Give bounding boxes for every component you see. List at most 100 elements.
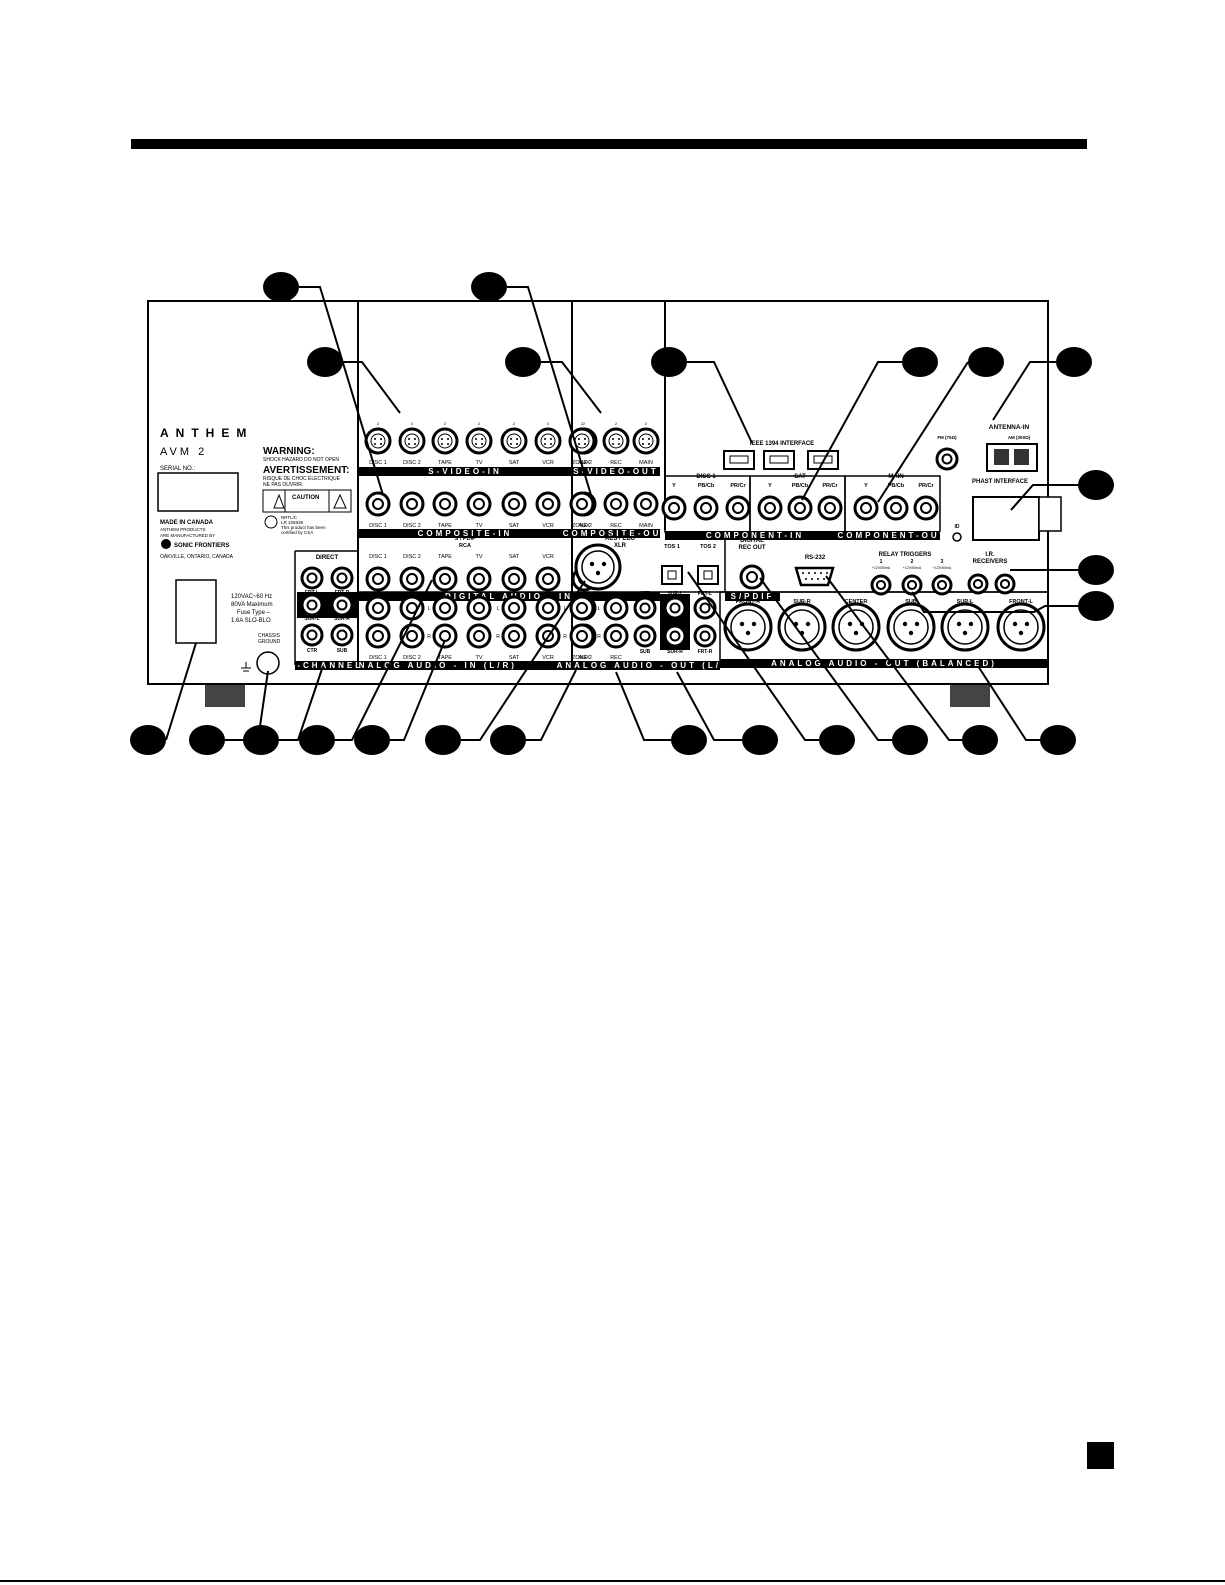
svideo-in-band bbox=[358, 467, 572, 476]
analog-in-label: SAT bbox=[509, 655, 520, 661]
direct-jack-label: CTR bbox=[307, 648, 318, 654]
unbal-out-label: CTR bbox=[640, 591, 651, 597]
digital-in-label: DISC 1 bbox=[369, 554, 387, 560]
svideo-in-label: VCR bbox=[542, 460, 554, 466]
svideo-in-sat-pin-0 bbox=[510, 438, 512, 440]
cert-line-3: This product has been bbox=[281, 525, 326, 530]
component-in-disc-1-pb-cb-pin bbox=[700, 502, 712, 514]
rs232-port[interactable] bbox=[794, 566, 835, 587]
relay-number-label: 3 bbox=[941, 559, 944, 565]
callout-power-inlet-leader bbox=[165, 642, 197, 741]
analog-out-balanced-band bbox=[720, 659, 1048, 668]
callout-direct-input bbox=[243, 725, 279, 755]
analog-in-label: DISC 1 bbox=[369, 655, 387, 661]
exclamation-triangle-icon bbox=[333, 493, 347, 509]
maker-logo-mark bbox=[161, 539, 171, 549]
callout-relay-triggers bbox=[1078, 591, 1114, 621]
tos2-optical-input-window bbox=[703, 570, 713, 580]
analog-in-left-tape-pin bbox=[439, 602, 451, 614]
callout-analog-in bbox=[354, 725, 390, 755]
aes-ebu-xlr-input-pin-2 bbox=[595, 570, 601, 576]
phast-interface-label: PHAST INTERFACE bbox=[972, 479, 1028, 485]
svideo-in-pin-mark: 2 bbox=[377, 421, 380, 426]
digital-audio-in-label: DIGITAL AUDIO - IN bbox=[445, 592, 573, 601]
analog-out-right-zone-2-pin bbox=[576, 630, 588, 642]
maker-line-2: ARE MANUFACTURED BY bbox=[160, 533, 215, 538]
balanced-out-center-pin-2 bbox=[853, 630, 859, 636]
unbal-out-label: FRT-R bbox=[698, 649, 713, 655]
direct-frt-r-pin bbox=[336, 572, 348, 584]
maker-logo: SONIC FRONTIERS bbox=[174, 543, 229, 549]
composite-in-label: DISC 1 bbox=[369, 523, 387, 529]
unbal-out-label: SUR-R bbox=[667, 649, 683, 655]
component-in-disc-1-pr-cr-pin bbox=[732, 502, 744, 514]
component-group-title: SAT bbox=[794, 474, 806, 480]
unbal-out-label: SUB bbox=[640, 649, 651, 655]
composite-in-band bbox=[358, 529, 572, 538]
ir-label-1: I.R. bbox=[985, 552, 995, 558]
svideo-in-sat-pin-3 bbox=[516, 443, 518, 445]
svideo-in-disc-1-face bbox=[370, 433, 386, 449]
component-group-title: MAIN bbox=[888, 474, 903, 480]
direct-frt-l-pin bbox=[306, 572, 318, 584]
svideo-out-zone-2-pin-1 bbox=[584, 438, 586, 440]
tos1-optical-input-window bbox=[667, 570, 677, 580]
analog-in-right-disc-1-pin bbox=[372, 630, 384, 642]
component-channel-label: PB/Cb bbox=[792, 483, 809, 489]
svideo-in-label: DISC 2 bbox=[403, 460, 421, 466]
callout-phast-leader bbox=[1010, 484, 1078, 511]
svideo-in-label: TAPE bbox=[438, 460, 452, 466]
channel-letter-right: R bbox=[427, 634, 431, 640]
composite-in-vcr-pin bbox=[542, 498, 554, 510]
analog-in-label: VCR bbox=[542, 655, 554, 661]
callout-ir-receivers bbox=[1078, 555, 1114, 585]
balanced-out-sur-l-face bbox=[947, 609, 983, 645]
spdif-rca-label: S / PDIF bbox=[455, 536, 476, 542]
analog-out-sub-pin bbox=[639, 630, 651, 642]
svideo-out-pin-mark: 2 bbox=[581, 421, 584, 426]
svideo-out-rec-pin-3 bbox=[618, 443, 620, 445]
digital-rec-out-label-1: DIGITAL bbox=[740, 538, 764, 544]
brand-logo: ANTHEM bbox=[160, 426, 253, 440]
callout-rs232 bbox=[962, 725, 998, 755]
component-in-disc-1-y-pin bbox=[668, 502, 680, 514]
balanced-out-sub-pin-0 bbox=[902, 621, 908, 627]
digital-in-disc-2-pin bbox=[406, 573, 418, 585]
digital-audio-in-band bbox=[358, 592, 660, 601]
channel-letter-left: L bbox=[564, 606, 567, 612]
svideo-out-rec-pin-0 bbox=[612, 438, 614, 440]
digital-rec-out-label-2: REC OUT bbox=[739, 545, 766, 551]
svideo-in-disc-2-pin-2 bbox=[408, 443, 410, 445]
composite-in-label: TV bbox=[475, 523, 482, 529]
svideo-out-pin-mark: 2 bbox=[645, 421, 648, 426]
callout-composite-in bbox=[263, 272, 299, 302]
shock-triangle-icon bbox=[273, 493, 285, 509]
svideo-out-main-face bbox=[638, 433, 654, 449]
callout-chassis-ground bbox=[189, 725, 225, 755]
balanced-out-front-l-pin-2 bbox=[1018, 630, 1024, 636]
warning-title-fr: AVERTISSEMENT: bbox=[263, 465, 350, 476]
composite-out-zone-2-pin bbox=[576, 498, 588, 510]
digital-in-label: DISC 2 bbox=[403, 554, 421, 560]
composite-in-label: VCR bbox=[542, 523, 554, 529]
svideo-out-label: REC bbox=[610, 460, 622, 466]
composite-in-disc-1-pin bbox=[372, 498, 384, 510]
phast-interface-card[interactable] bbox=[972, 496, 1040, 541]
svideo-in-sat-face bbox=[506, 433, 522, 449]
chassis-ground-screw bbox=[256, 651, 280, 675]
digital-in-label: TAPE bbox=[438, 554, 452, 560]
component-channel-label: PR/Cr bbox=[730, 483, 746, 489]
component-in-sat-pb-cb-pin bbox=[794, 502, 806, 514]
serial-box bbox=[157, 472, 239, 512]
analog-out-right-rec-pin bbox=[610, 630, 622, 642]
svideo-in-vcr-pin-0 bbox=[544, 438, 546, 440]
balanced-out-sur-l-pin-2 bbox=[962, 630, 968, 636]
warning-title: WARNING: bbox=[263, 446, 315, 457]
antenna-in-label: ANTENNA-IN bbox=[989, 424, 1030, 431]
callout-multichannel-out bbox=[742, 725, 778, 755]
cert-line-2: LR 105839 bbox=[281, 520, 304, 525]
rs232-pin-3 bbox=[820, 572, 822, 574]
svideo-out-rec-pin-1 bbox=[618, 438, 620, 440]
balanced-out-label: SUR-L bbox=[957, 599, 974, 605]
spdif-out-band bbox=[725, 592, 780, 601]
